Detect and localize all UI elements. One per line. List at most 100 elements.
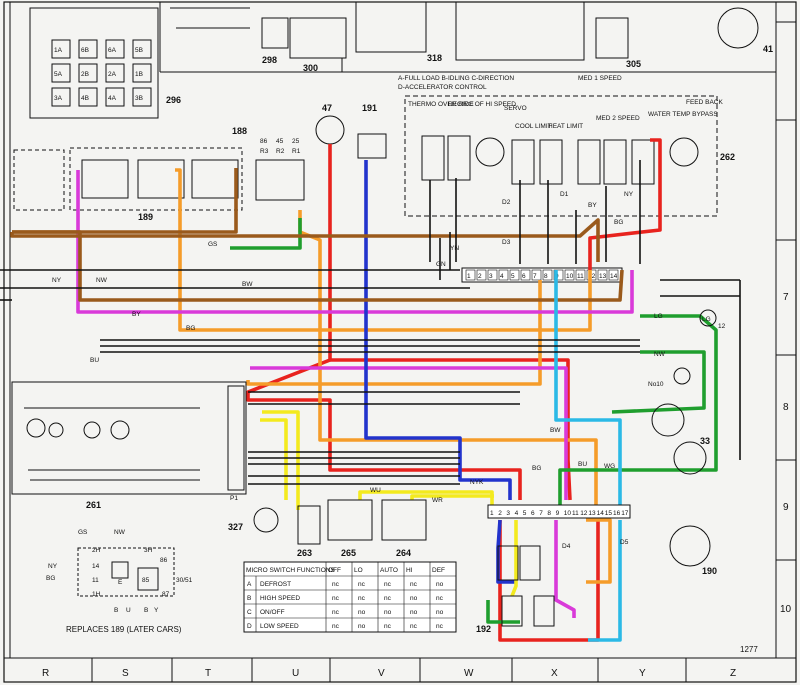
label-d2: D2	[502, 199, 511, 206]
table-cell: nc	[436, 595, 444, 602]
table-header-cell: AUTO	[380, 567, 398, 574]
component-264-label: 264	[396, 548, 411, 558]
relay-188-pin: 86	[260, 138, 268, 145]
component-262-label: 262	[720, 152, 735, 162]
connector-pin-label: 12	[588, 273, 596, 280]
label-feed: FEED BACK	[686, 99, 724, 106]
row-label-10: 10	[780, 604, 792, 615]
wire-label-gn: GN	[436, 261, 446, 268]
table-cell: no	[358, 623, 366, 630]
component-33-label: 33	[700, 436, 710, 446]
later-relay-pin: NW	[114, 529, 126, 536]
table-header-cell: OFF	[328, 567, 341, 574]
label-d1: D1	[560, 191, 569, 198]
fuse	[105, 39, 125, 59]
red-wire	[330, 358, 572, 501]
label-p1: P1	[230, 495, 238, 502]
table-cell: nc	[436, 623, 444, 630]
fuse-label: 2B	[81, 71, 89, 78]
relay-188-pin: 45	[276, 138, 284, 145]
green-wire	[558, 314, 718, 505]
switch-192	[497, 545, 555, 627]
control-box	[404, 95, 718, 217]
connector-lower-pin: 5	[523, 510, 527, 517]
fuse	[51, 87, 71, 107]
table-cell: nc	[358, 595, 366, 602]
gauge-47	[315, 115, 345, 145]
switch-191	[357, 133, 387, 159]
table-frame	[243, 561, 457, 633]
wire-label-yn: YN	[450, 245, 459, 252]
orange-wire	[586, 518, 612, 584]
later-relay-pin: 1H	[92, 591, 101, 598]
connector-pin	[465, 269, 476, 281]
fuse	[132, 39, 152, 59]
connector-lower-pin: 12	[580, 510, 588, 517]
cyan-wire	[588, 520, 622, 642]
connector-pin-label: 10	[566, 273, 574, 280]
table-header-cell: LO	[354, 567, 363, 574]
no10-label: No10	[648, 381, 664, 388]
fuse-label: 2A	[108, 71, 117, 78]
fuse-label: 5B	[135, 47, 143, 54]
lower-components	[253, 499, 427, 545]
connector-pin-label: 1	[467, 273, 471, 280]
table-cell: no	[436, 581, 444, 588]
table-cell: nc	[332, 609, 340, 616]
table-cell: nc	[384, 581, 392, 588]
fuse-label: 6A	[108, 47, 117, 54]
connector-pin	[487, 269, 498, 281]
later-relay-pin: 2H	[92, 547, 101, 554]
component-263-label: 263	[297, 548, 312, 558]
wire-label-gs: GS	[208, 241, 218, 248]
motor-33a	[651, 403, 685, 437]
magenta-wire	[250, 366, 568, 500]
connector-lower-pin: 7	[539, 510, 543, 517]
later-relay-pin: 30/51	[176, 577, 193, 584]
top-band-components	[170, 1, 759, 72]
label-cool: COOL LIMIT	[515, 123, 552, 130]
label-med1: MED 1 SPEED	[578, 75, 622, 82]
fuse	[132, 87, 152, 107]
later-relay-wire: BG	[46, 575, 55, 582]
col-label-r: R	[42, 668, 49, 679]
wire-label-bg: BG	[186, 325, 195, 332]
col-label-x: X	[551, 668, 558, 679]
label-by: BY	[588, 202, 597, 209]
component-47-label: 47	[322, 103, 332, 113]
connector-lower-pin: 4	[515, 510, 519, 517]
table-header-cell: DEF	[432, 567, 445, 574]
connector-lower-pin: 1	[490, 510, 494, 517]
col-label-z: Z	[730, 668, 736, 679]
fuse	[51, 63, 71, 83]
yellow-wire	[262, 410, 300, 510]
connector-pin	[553, 269, 564, 281]
later-relay-wire: B	[114, 607, 118, 614]
table-header-cell: MICRO SWITCH FUNCTIONS	[246, 567, 335, 574]
connector-pin	[597, 269, 608, 281]
connector-lower-pin: 2	[498, 510, 502, 517]
connector-pin	[476, 269, 487, 281]
label-med2: MED 2 SPEED	[596, 115, 640, 122]
col-label-v: V	[378, 668, 385, 679]
later-relay-pin: 11	[92, 577, 99, 584]
relay-188	[255, 159, 305, 201]
table-cell: nc	[332, 623, 340, 630]
row-label-7: 7	[783, 292, 789, 303]
red-wire	[246, 144, 522, 500]
table-cell: nc	[332, 581, 340, 588]
wire-label-nw2: NW	[654, 351, 666, 358]
label-water: WATER TEMP BYPASS	[648, 111, 718, 118]
table-header-cell: HI	[406, 567, 413, 574]
connector-pin	[608, 269, 619, 281]
wire-label-lg: LG	[654, 313, 663, 320]
connector-pin	[531, 269, 542, 281]
label-heat: HEAT LIMIT	[548, 123, 583, 130]
cyan-wire	[554, 270, 622, 505]
fuse-label: 1B	[135, 71, 143, 78]
connector-pin-label: 5	[511, 273, 515, 280]
table-row-key: C	[247, 609, 252, 616]
component-189-label: 189	[138, 212, 153, 222]
